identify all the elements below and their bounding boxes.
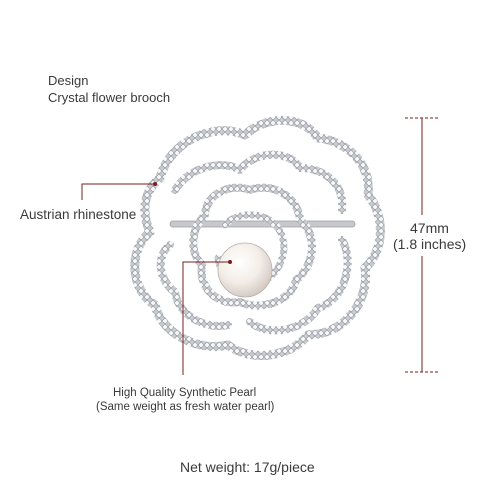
- size-metric: 47mm: [410, 220, 449, 236]
- pearl: [217, 242, 273, 298]
- pearl-label: High Quality Synthetic Pearl: [113, 387, 257, 399]
- design-heading: Design: [48, 73, 89, 88]
- rhinestone-leader: [81, 183, 155, 200]
- pearl-note: (Same weight as fresh water pearl): [96, 401, 275, 413]
- size-imperial: (1.8 inches): [393, 236, 467, 252]
- outer-petals: [130, 115, 385, 360]
- dimension-marker: [405, 117, 440, 373]
- design-name: Crystal flower brooch: [48, 90, 171, 105]
- rhinestone-label: Austrian rhinestone: [20, 207, 137, 222]
- pearl-leader: [182, 261, 230, 375]
- callout-lines: [81, 182, 232, 375]
- net-weight: Net weight: 17g/piece: [180, 459, 315, 475]
